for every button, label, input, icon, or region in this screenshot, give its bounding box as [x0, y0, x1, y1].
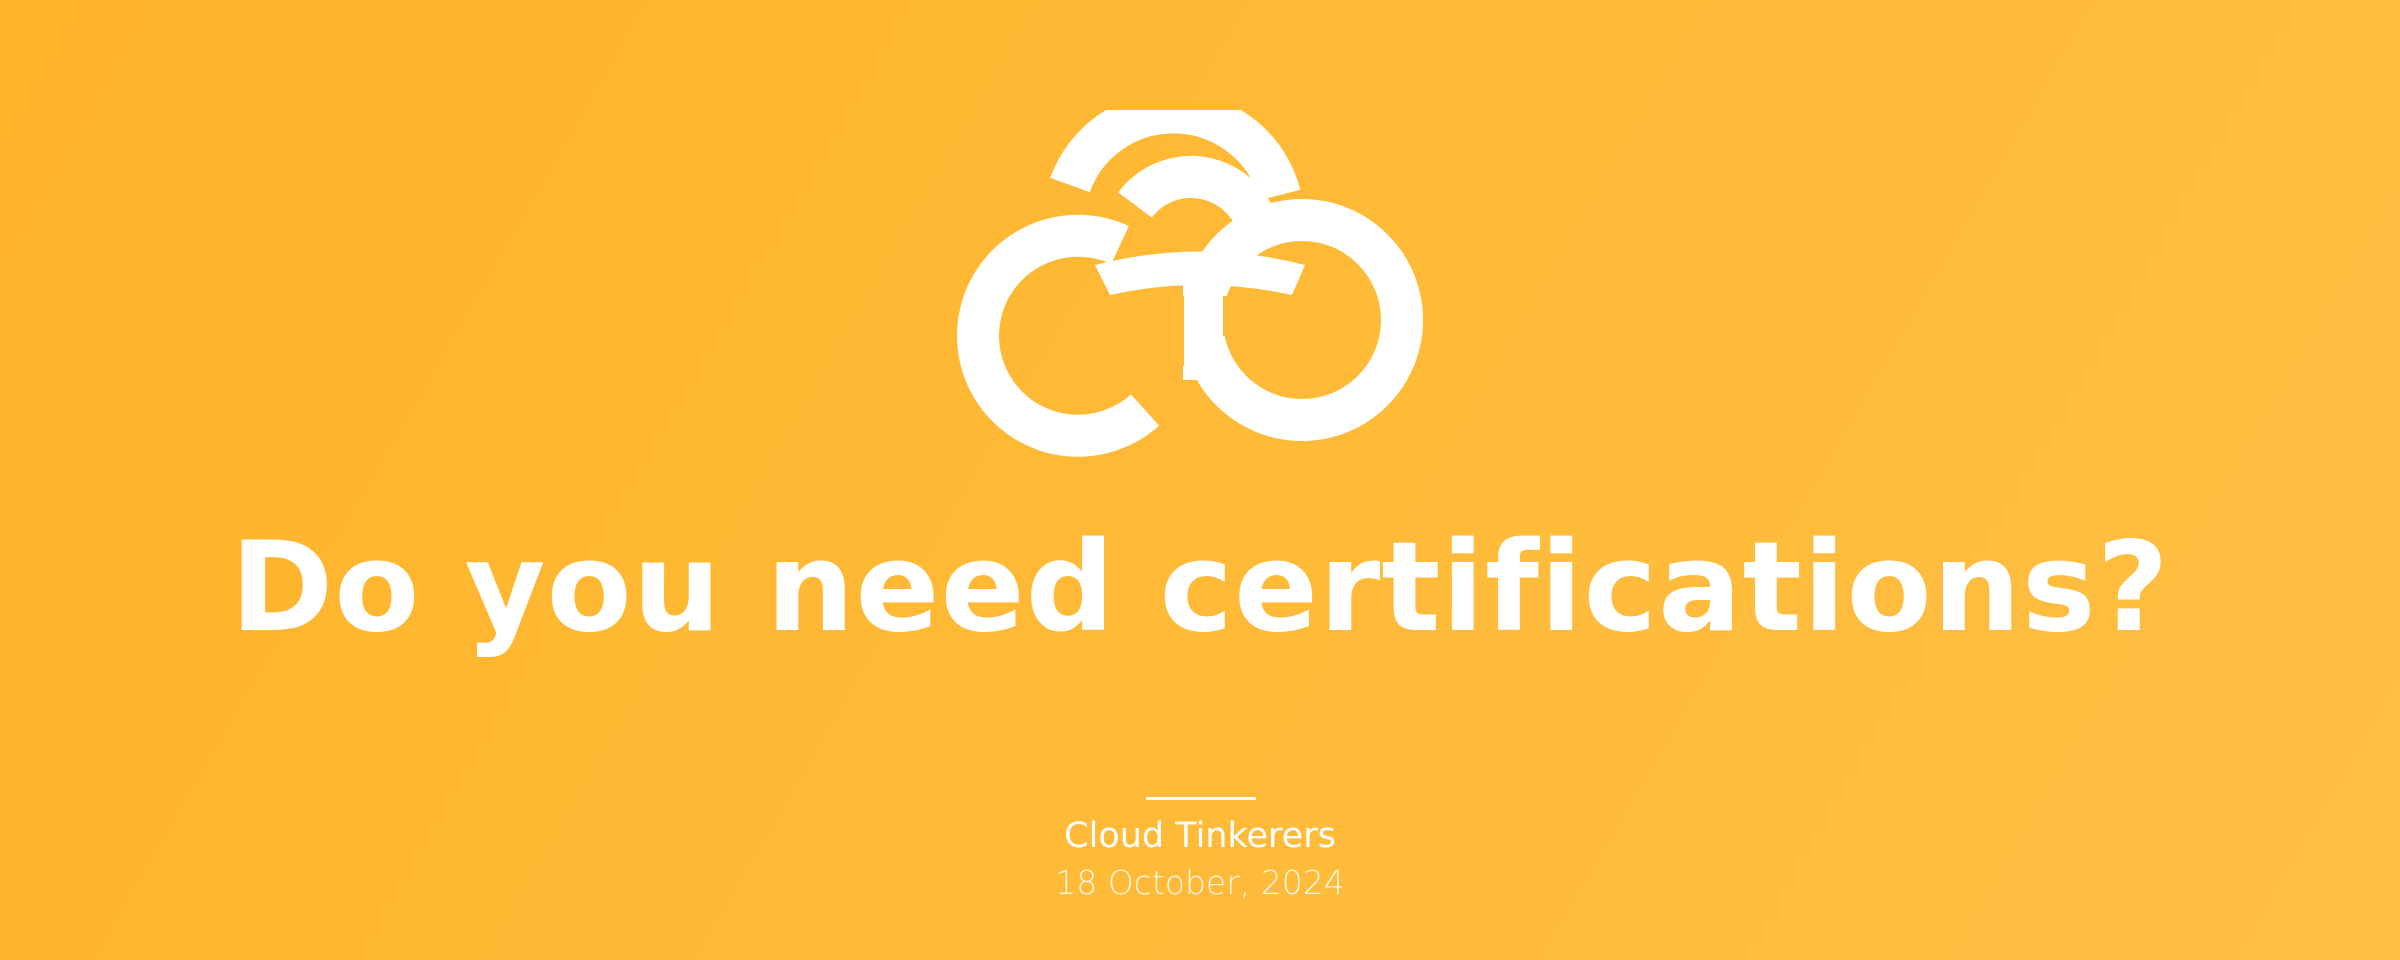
author-name: Cloud Tinkerers — [1064, 816, 1336, 856]
publish-date: 18 October, 2024 — [1055, 863, 1345, 902]
divider — [1146, 797, 1256, 800]
headline: Do you need certifications? — [230, 516, 2170, 660]
cloud-tinkerers-logo-icon — [957, 110, 1423, 457]
